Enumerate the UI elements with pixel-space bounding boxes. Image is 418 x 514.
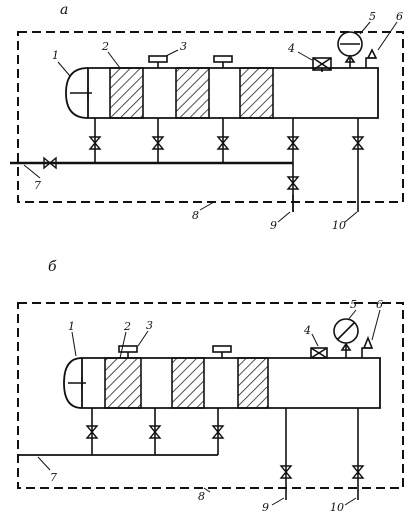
label-5-a: 5: [369, 10, 376, 23]
label-1-a: 1: [52, 49, 59, 62]
label-2-b: 2: [123, 320, 131, 333]
hatched-section-a3: [239, 67, 274, 119]
label-7-b: 7: [50, 471, 57, 484]
hatched-section-a2: [175, 67, 210, 119]
panel-a-heading: а: [60, 2, 68, 18]
label-7-a: 7: [34, 179, 41, 192]
pressure-gauge-a: [337, 31, 363, 68]
label-10-b: 10: [330, 501, 344, 514]
hatched-section-b2: [171, 357, 205, 409]
label-6-a: 6: [396, 10, 403, 23]
panel-a: а: [10, 2, 404, 232]
label-9-b: 9: [262, 501, 269, 514]
enclosure-a: [17, 31, 404, 203]
label-5-b: 5: [350, 298, 357, 311]
valve-4-a: [312, 57, 332, 72]
relief-valve-a: [365, 48, 378, 68]
label-6-b: 6: [376, 298, 383, 311]
top-fitting-b1: [118, 345, 138, 358]
valve-4-b: [310, 347, 328, 359]
hatched-section-a1: [109, 67, 144, 119]
panel-b: б: [17, 259, 404, 514]
hatched-section-b1: [104, 357, 142, 409]
label-4-a: 4: [287, 42, 295, 55]
label-10-a: 10: [332, 219, 346, 232]
relief-valve-b: [361, 335, 374, 358]
label-8-a: 8: [192, 209, 199, 222]
label-1-b: 1: [68, 320, 75, 333]
vessel-a-head: [65, 67, 89, 119]
top-fitting-a1: [148, 55, 168, 68]
label-3-b: 3: [146, 319, 153, 332]
panel-b-heading: б: [48, 259, 57, 275]
label-9-a: 9: [270, 219, 277, 232]
top-fitting-b2: [212, 345, 232, 358]
top-fitting-a2: [213, 55, 233, 68]
enclosure-b: [17, 302, 404, 489]
pressure-gauge-b: [333, 318, 359, 358]
vessel-b-head: [63, 357, 83, 409]
hatched-section-b3: [237, 357, 269, 409]
vessel-a: [87, 67, 379, 119]
label-8-b: 8: [198, 490, 205, 503]
label-4-b: 4: [303, 324, 311, 337]
vessel-b: [81, 357, 381, 409]
label-2-a: 2: [101, 40, 109, 53]
label-3-a: 3: [180, 40, 187, 53]
